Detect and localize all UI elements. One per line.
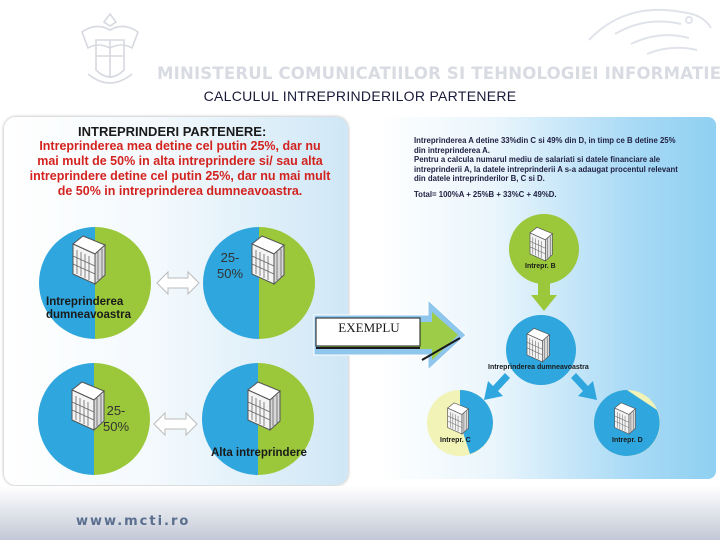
example-arrow-label: EXEMPLU <box>338 320 400 335</box>
double-arrow <box>153 411 198 437</box>
percent-line: 50% <box>216 266 244 281</box>
double-arrow <box>156 270 200 296</box>
node-center <box>506 315 576 385</box>
example-line: Pentru a calcula numarul mediu de salari… <box>414 155 661 165</box>
own-company-node <box>39 227 151 339</box>
other-company-label: Alta intreprindere <box>211 447 307 459</box>
example-line: din intreprinderea A. <box>414 145 490 155</box>
page-title: CALCULUL INTREPRINDERILOR PARTENERE <box>203 88 517 104</box>
node-b <box>509 214 579 284</box>
arrow-to-d <box>571 373 597 400</box>
own-company-label-line: Intreprinderea <box>46 296 124 308</box>
example-line: intreprinderii A, la datele intreprinder… <box>414 164 678 174</box>
footer-url[interactable]: www.mcti.ro <box>76 514 191 529</box>
ministry-header: MINISTERUL COMUNICATIILOR SI TEHNOLOGIEI… <box>157 64 720 83</box>
percent-label-bottom: 25- 50% <box>96 403 136 435</box>
example-total: Total= 100%A + 25%B + 33%C + 49%D. <box>414 189 557 199</box>
node-c <box>427 390 493 456</box>
node-center-label: Intreprinderea dumneavoastra <box>488 364 589 371</box>
node-b-label: Intrepr. B <box>525 263 556 270</box>
percent-line: 25- <box>220 250 240 265</box>
own-company-node-bottom <box>38 363 150 475</box>
arrow-to-c <box>484 373 510 400</box>
percent-line: 25- <box>106 403 126 418</box>
example-line: din datele intreprinderilor B, C si D. <box>414 174 545 184</box>
example-line: Intreprinderea A detine 33%din C si 49% … <box>414 136 676 145</box>
footer-bar <box>0 486 720 540</box>
own-company-label-line: dumneavoastra <box>46 309 132 321</box>
example-text: Intreprinderea A detine 33%din C si 49% … <box>414 136 714 200</box>
eagle-watermark-icon <box>588 8 712 55</box>
definition-line: de 50% in intreprinderea dumneavoastra. <box>57 184 303 198</box>
example-arrow <box>313 298 467 372</box>
definition-text: Intreprinderea mea detine cel putin 25%,… <box>16 139 344 199</box>
partner-node <box>203 227 315 339</box>
percent-label-top: 25- 50% <box>210 250 250 282</box>
own-company-label: Intreprinderea dumneavoastra <box>46 296 131 322</box>
definition-line: mai mult de 50% in alta intreprindere si… <box>37 154 323 168</box>
coat-of-arms-icon <box>81 12 139 84</box>
definition-line: intreprindere detine cel putin 25%, dar … <box>29 169 331 183</box>
percent-line: 50% <box>102 419 130 434</box>
definition-title: INTREPRINDERI PARTENERE: <box>78 124 267 139</box>
node-d <box>594 390 660 456</box>
node-c-label: Intrepr. C <box>440 437 471 444</box>
definition-line: Intreprinderea mea detine cel putin 25%,… <box>39 139 321 153</box>
other-company-node <box>202 363 314 475</box>
arrow-down <box>531 283 557 311</box>
node-d-label: Intrepr. D <box>612 437 643 444</box>
